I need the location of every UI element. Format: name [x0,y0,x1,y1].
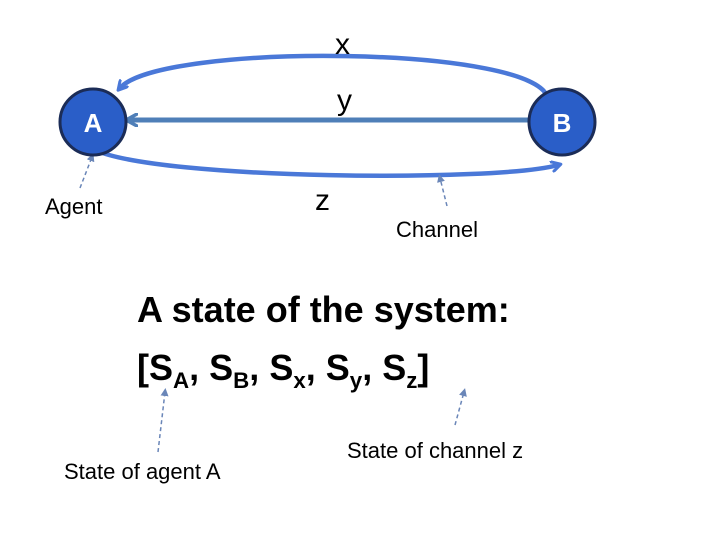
node-b-circle [527,87,597,157]
system-state-vector: [SA, SB, Sx, Sy, Sz] [137,347,430,393]
state-term-a: SA [149,347,189,393]
node-a: A [58,87,128,157]
node-b-label: B [553,108,572,138]
state-term-z: Sz [382,347,417,393]
channel-x-label: x [335,28,350,61]
state-subscript: x [293,368,306,394]
state-subscript: A [173,368,190,394]
channel-pointer [437,174,448,207]
state-channel-z-annotation: State of channel z [347,438,524,463]
state-symbol: S [382,347,407,388]
state-symbol: S [325,347,350,388]
channel-z-arrow [92,147,558,178]
state-term-x: Sx [269,347,305,393]
state-separator: , [362,347,383,388]
state-symbol: S [269,347,294,388]
channel-z-label: z [315,184,330,217]
channel-annotation: Channel [396,217,478,242]
state-separator: , [305,347,326,388]
agent-annotation: Agent [45,194,103,219]
channel-x-arrow [120,53,551,103]
state-term-y: Sy [325,347,362,393]
state-agent-a-pointer [157,388,169,453]
node-b: B [527,87,597,157]
state-separator: , [249,347,270,388]
state-channel-z-pointer [454,388,467,426]
system-state-title: A state of the system: [137,289,510,330]
node-a-label: A [84,108,103,138]
state-close-bracket: ] [417,347,430,388]
channel-y-label: y [337,84,352,117]
state-open-bracket: [ [137,347,149,388]
state-term-b: SB [209,347,249,393]
state-separator: , [189,347,210,388]
state-agent-a-annotation: State of agent A [64,459,221,484]
state-symbol: S [149,347,174,388]
state-subscript: B [233,368,250,394]
state-subscript: y [349,368,363,394]
node-a-circle [58,87,128,157]
state-symbol: S [209,347,234,388]
state-subscript: z [406,368,418,394]
agent-pointer [79,153,95,189]
